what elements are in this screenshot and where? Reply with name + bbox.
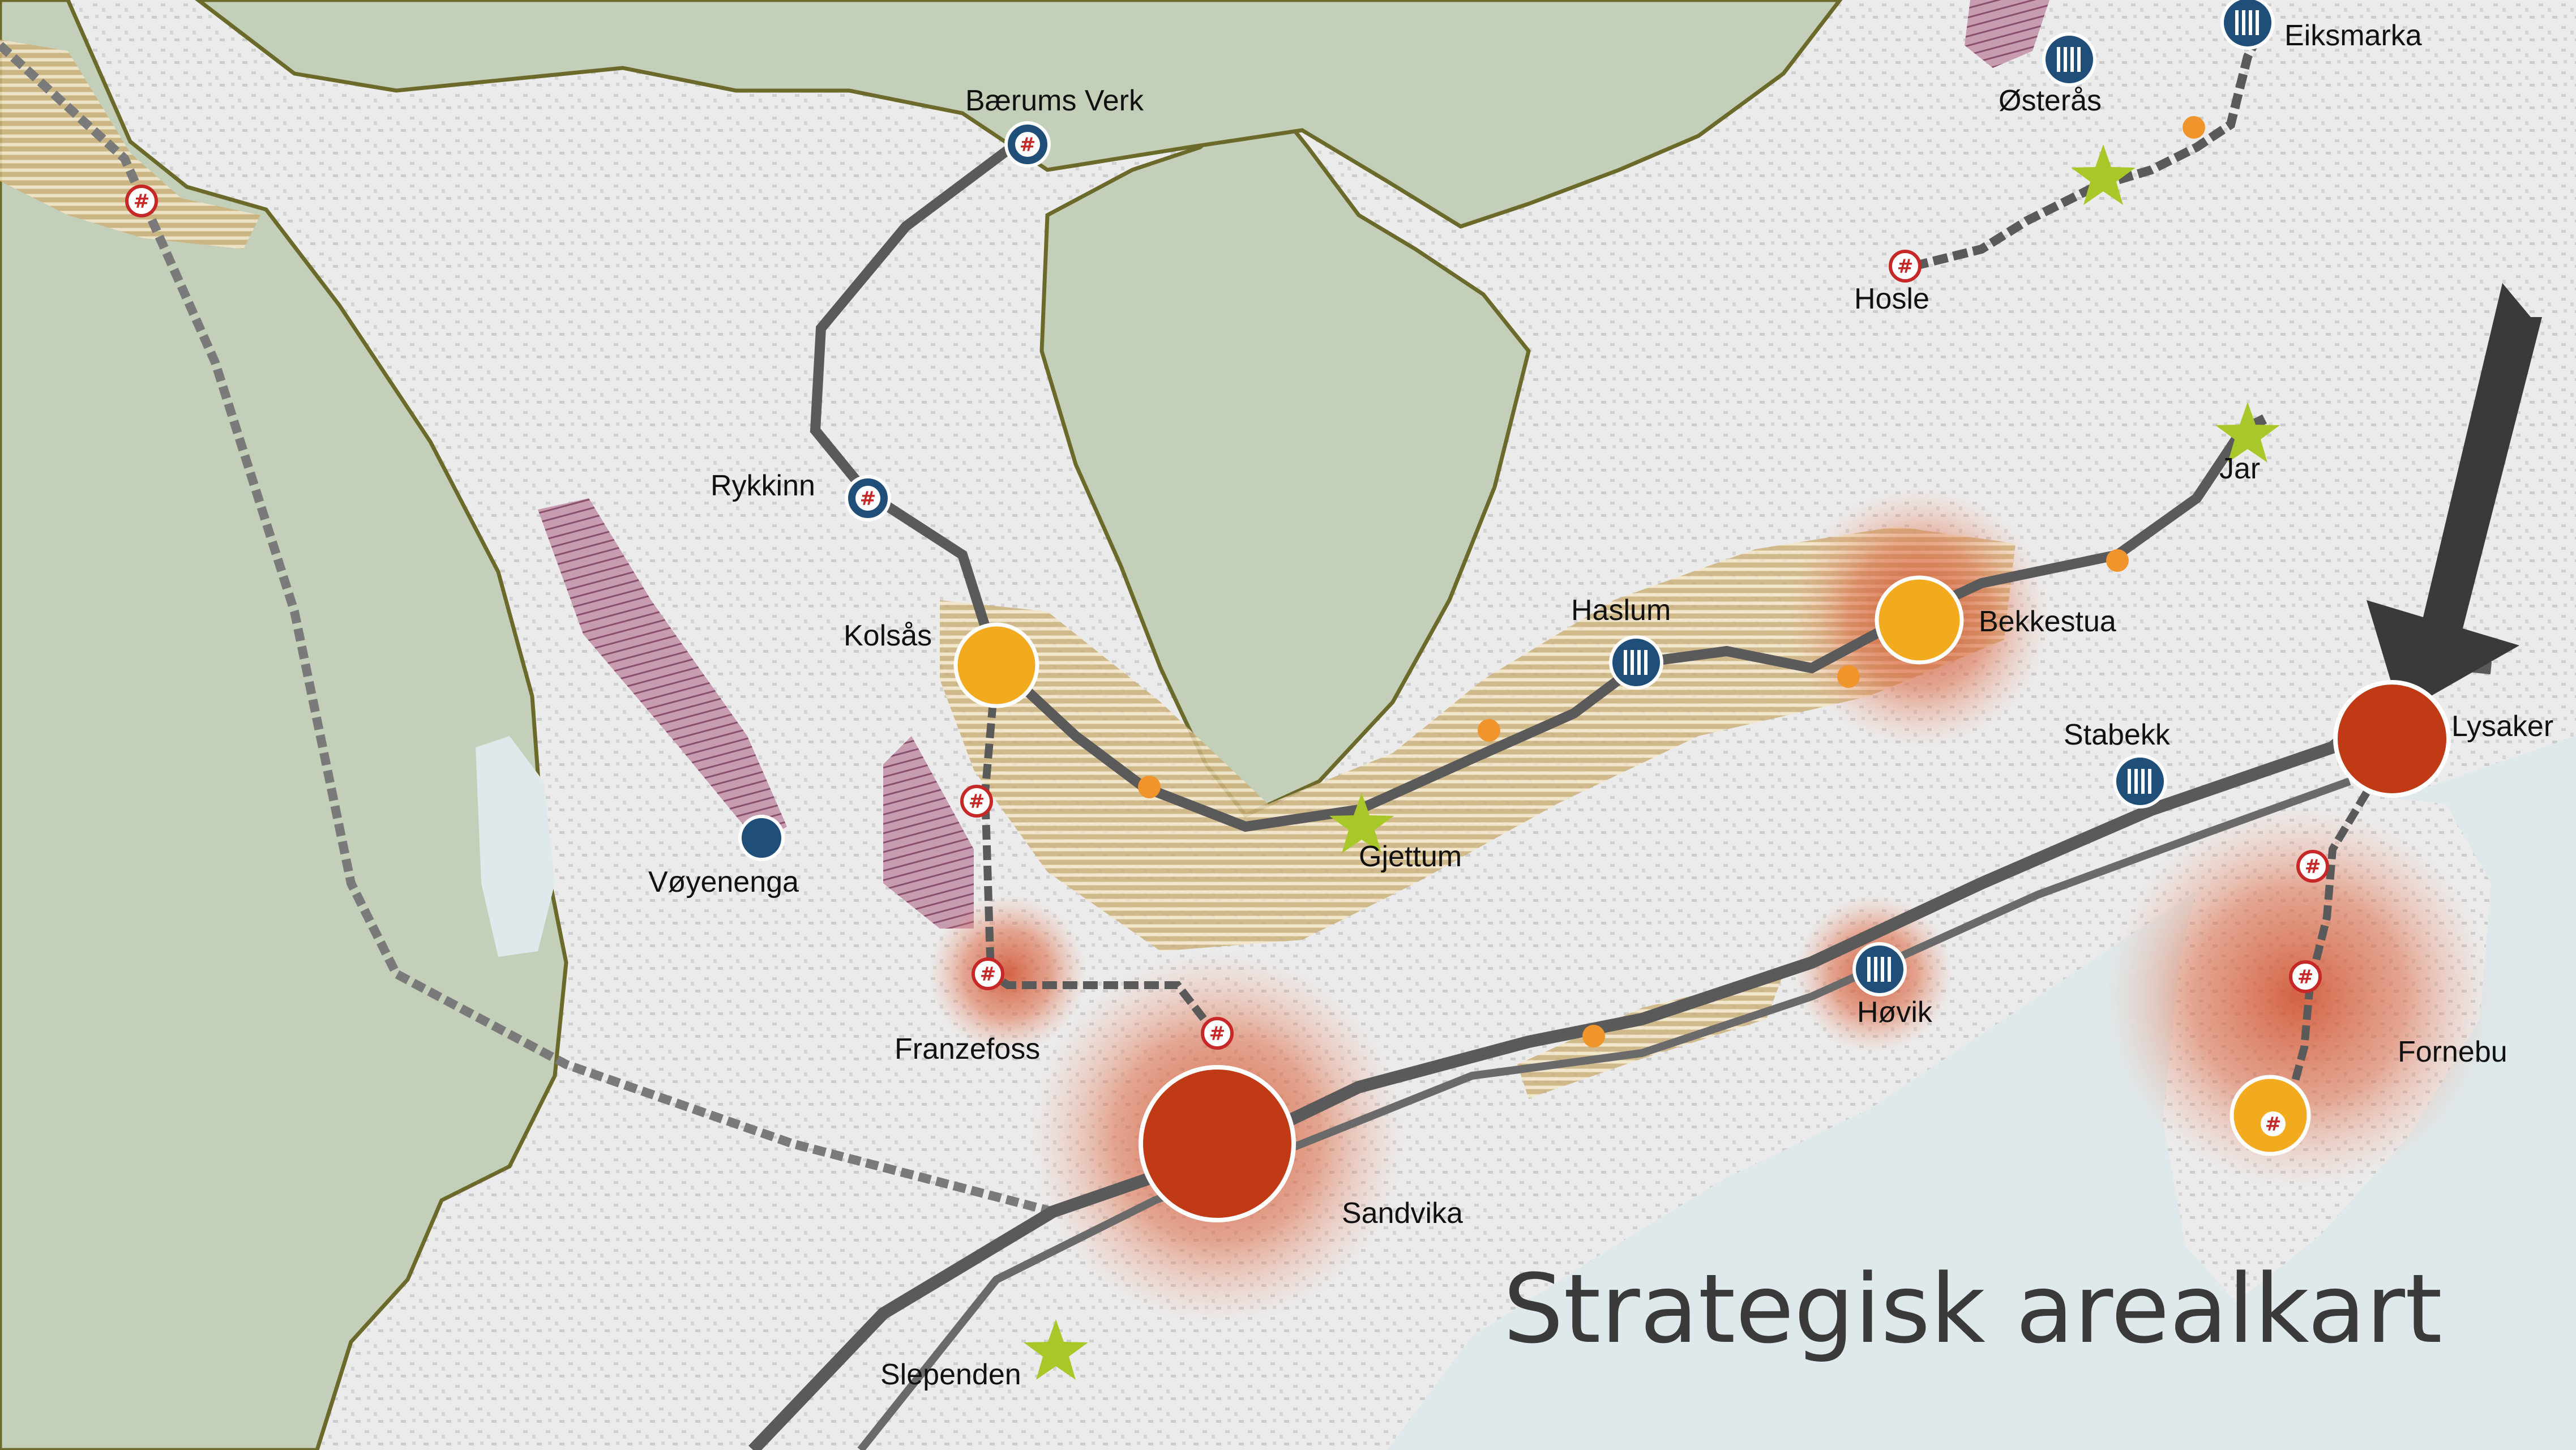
hash-badge xyxy=(855,486,880,511)
station-icon xyxy=(2220,0,2275,50)
hash-symbol: # xyxy=(2297,966,2314,989)
hash-symbol: # xyxy=(860,487,876,510)
direction-arrow xyxy=(2367,283,2542,713)
development-zone-north-west xyxy=(0,40,260,249)
forest-north xyxy=(195,0,1843,229)
rail-coastal-line xyxy=(857,777,2351,1450)
stop-dot xyxy=(2106,549,2129,572)
hash-stop: # xyxy=(1889,250,1922,283)
regional-center-sandvika xyxy=(1139,1065,1296,1222)
local-center-bekkestua xyxy=(1875,575,1964,665)
stop-dot xyxy=(1478,719,1500,742)
hash-badge xyxy=(2261,1111,2286,1136)
hash-symbol: # xyxy=(2305,856,2321,878)
hash-stop: # xyxy=(125,185,158,217)
star-icon xyxy=(1024,1319,1088,1380)
place-label-voyenenga: Vøyenenga xyxy=(648,866,799,899)
place-label-stabekk: Stabekk xyxy=(2064,718,2171,751)
hash-stop: # xyxy=(2296,850,2329,883)
stop-dot xyxy=(2183,116,2205,139)
place-label-lysaker: Lysaker xyxy=(2451,710,2553,743)
place-label-osteras: Østerås xyxy=(1999,84,2102,117)
place-label-haslum: Haslum xyxy=(1571,594,1671,627)
place-label-eiksmarka: Eiksmarka xyxy=(2284,19,2422,52)
station-icon xyxy=(2113,754,2167,809)
place-label-gjettum: Gjettum xyxy=(1359,840,1462,873)
purple-zone-1 xyxy=(538,498,787,844)
stop-dot xyxy=(1582,1025,1605,1047)
regional-center-lysaker xyxy=(2333,680,2451,798)
hash-badge xyxy=(1015,132,1040,157)
place-label-rykkinn: Rykkinn xyxy=(711,469,815,502)
hash-stop: # xyxy=(960,785,993,818)
place-label-sandvika: Sandvika xyxy=(1342,1197,1463,1230)
hash-symbol: # xyxy=(980,963,996,986)
station-icon xyxy=(1852,942,1907,996)
metro-line-kolsas xyxy=(810,137,2267,832)
place-label-baerums-verk: Bærums Verk xyxy=(965,84,1144,117)
fornebu-line xyxy=(2283,790,2370,1111)
star-icon xyxy=(2215,402,2280,463)
place-label-kolsas: Kolsås xyxy=(844,619,932,652)
metro-line-franzefoss xyxy=(981,662,1221,1039)
station-icon xyxy=(1609,635,1663,690)
place-label-hosle: Hosle xyxy=(1854,283,1929,315)
hash-stop: # xyxy=(972,957,1004,990)
place-label-jar: Jar xyxy=(2219,452,2260,485)
development-zone-kolsas-bekkestua xyxy=(940,527,2016,951)
place-label-fornebu: Fornebu xyxy=(2398,1036,2507,1068)
stop-dot xyxy=(1837,665,1860,688)
purple-zone-2 xyxy=(883,736,974,929)
hash-symbol: # xyxy=(2265,1113,2282,1136)
map-title: Strategisk arealkart xyxy=(1503,1254,2442,1365)
metro-stop-voyenenga xyxy=(738,815,785,861)
star-icon xyxy=(1329,793,1394,853)
hash-symbol: # xyxy=(1897,255,1914,278)
hash-stop: # xyxy=(2289,960,2322,993)
hash-symbol: # xyxy=(969,790,985,813)
stop-dot xyxy=(1138,776,1161,798)
place-label-franzefoss: Franzefoss xyxy=(895,1033,1040,1066)
glow-fornebu xyxy=(2106,804,2491,1189)
lake-west xyxy=(476,736,555,957)
rail-main-line xyxy=(748,656,2492,1450)
local-center-kolsas xyxy=(953,622,1039,708)
glow-franzefoss xyxy=(928,895,1087,1053)
place-label-hovik: Høvik xyxy=(1857,996,1933,1029)
hash-stop: # xyxy=(1201,1017,1234,1050)
rail-tunnel-west xyxy=(0,42,1055,1216)
development-zone-hovik-strip xyxy=(1517,974,1783,1098)
place-label-bekkestua: Bekkestua xyxy=(1979,605,2116,638)
metro-line-east xyxy=(1912,20,2269,271)
hash-symbol: # xyxy=(134,190,150,213)
hash-symbol: # xyxy=(1020,134,1036,156)
station-icon xyxy=(2042,32,2096,87)
purple-zone-3 xyxy=(1965,0,2049,68)
star-icon xyxy=(2071,144,2136,205)
hash-symbol: # xyxy=(1209,1023,1226,1045)
place-label-slependen: Slependen xyxy=(880,1358,1021,1391)
